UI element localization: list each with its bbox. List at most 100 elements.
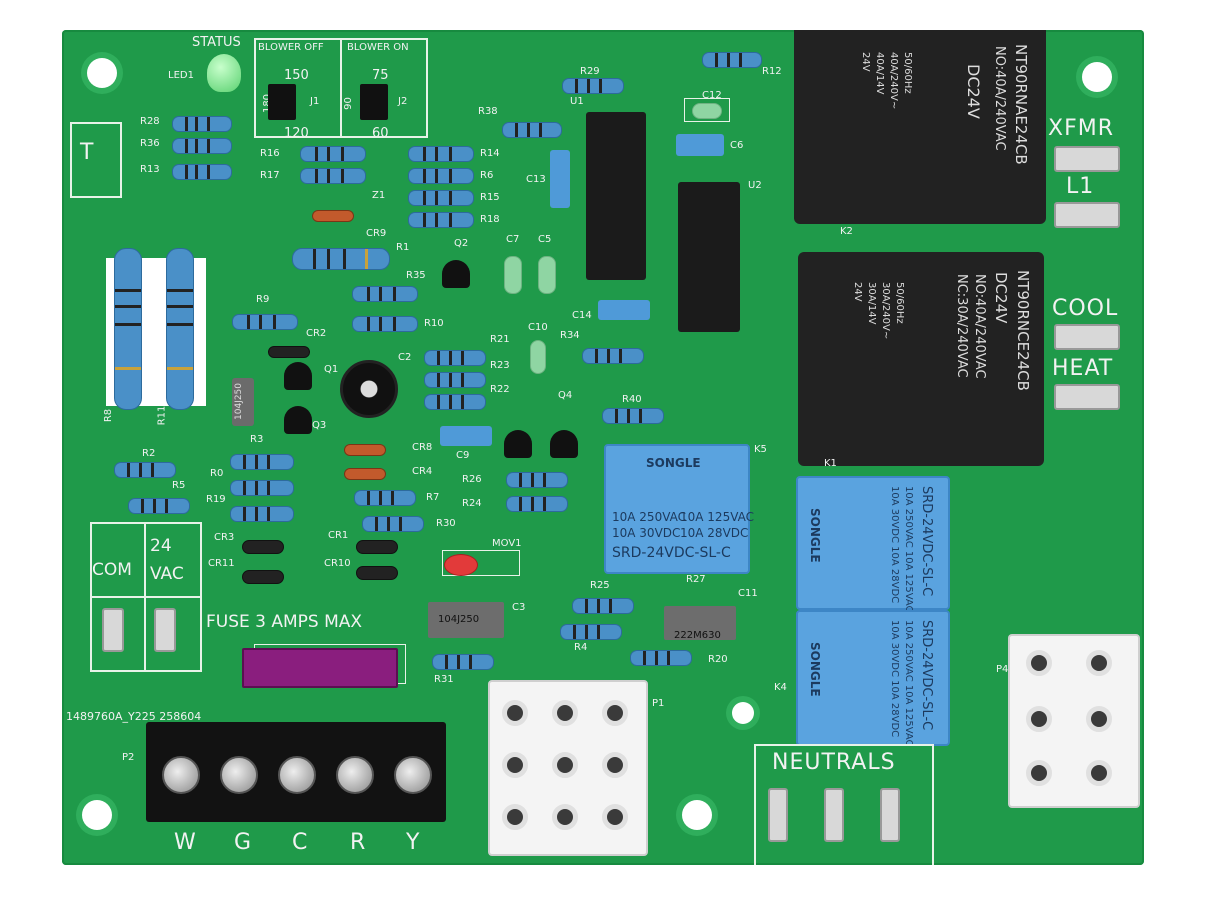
k4-model: SRD-24VDC-SL-C	[919, 620, 934, 731]
fuse-3-amp[interactable]	[242, 648, 398, 688]
resistor-r17	[300, 168, 366, 184]
k4-spec1: 10A 250VAC 10A 125VAC	[903, 620, 914, 747]
p1-pin-7	[502, 804, 528, 830]
r28-label: R28	[140, 116, 160, 127]
resistor-r38	[502, 122, 562, 138]
relay-k5: SONGLE 10A 250VAC 10A 125VAC 10A 30VDC 1…	[604, 444, 754, 574]
capacitor-c3	[428, 602, 504, 638]
u1-label: U1	[570, 96, 584, 107]
k5-model: SRD-24VDC-SL-C	[612, 545, 731, 561]
k3-rating2: NC:30A/240VAC	[954, 274, 969, 378]
resistor-r5	[128, 498, 190, 514]
r40-label: R40	[622, 394, 642, 405]
r3-label: R3	[250, 434, 264, 445]
k4-label: K4	[774, 682, 787, 693]
resistor-r19	[230, 506, 294, 522]
resistor-r26	[506, 472, 568, 488]
r30-label: R30	[436, 518, 456, 529]
relay-k2: NT90RNAE24CB NO:40A/240VAC DC24V 50/60Hz…	[794, 30, 1046, 224]
q4-label: Q4	[558, 390, 573, 401]
screw-terminal-g[interactable]	[220, 756, 258, 794]
cr3-label: CR3	[214, 532, 235, 543]
jumper-j1[interactable]	[268, 84, 296, 120]
mounting-hole-bottom-left	[82, 800, 112, 830]
r13-label: R13	[140, 164, 160, 175]
p2-label: P2	[122, 752, 135, 763]
relay-k3: NT90RNCE24CB DC24V NO:40A/240VAC NC:30A/…	[798, 252, 1044, 466]
status-label: STATUS	[192, 35, 241, 50]
r2-label: R2	[142, 448, 156, 459]
c5-label: C5	[538, 234, 552, 245]
j2-label: J2	[398, 96, 408, 107]
k5-label: K5	[754, 444, 767, 455]
r23-label: R23	[490, 360, 510, 371]
t-box	[70, 122, 122, 198]
mounting-hole-bottom-center	[732, 702, 754, 724]
r9-label: R9	[256, 294, 270, 305]
diode-cr3	[242, 540, 284, 554]
resistor-r28	[172, 116, 232, 132]
xfmr-terminal-tab[interactable]	[1054, 146, 1120, 172]
pcb-board: STATUS LED1 BLOWER OFF BLOWER ON 150 120…	[62, 30, 1144, 865]
diode-cr1	[356, 540, 398, 554]
diode-cr8	[344, 444, 386, 456]
blower-off-top: 150	[284, 68, 309, 83]
k3-model: NT90RNCE24CB	[1014, 270, 1032, 391]
fuse-label: FUSE 3 AMPS MAX	[206, 612, 363, 632]
mounting-hole-top-left	[87, 58, 117, 88]
c9-label: C9	[456, 450, 470, 461]
p4-pin-5	[1026, 760, 1052, 786]
resistor-r34	[582, 348, 644, 364]
p4-pin-4	[1086, 706, 1112, 732]
p1-pin-8	[552, 804, 578, 830]
l1-terminal-tab[interactable]	[1054, 202, 1120, 228]
relay-k1: SRD-24VDC-SL-C 10A 250VAC 10A 125VAC 10A…	[796, 476, 950, 613]
k2-coil: DC24V	[964, 64, 983, 119]
jumper-j2[interactable]	[360, 84, 388, 120]
neutrals-label: NEUTRALS	[772, 750, 896, 775]
c3-value: 104J250	[438, 614, 480, 625]
com-terminal-tab[interactable]	[102, 608, 124, 652]
cool-terminal-tab[interactable]	[1054, 324, 1120, 350]
vac-terminal-tab[interactable]	[154, 608, 176, 652]
resistor-r30	[362, 516, 424, 532]
screw-terminal-c[interactable]	[278, 756, 316, 794]
k3-coil: DC24V	[992, 272, 1010, 324]
terminal-label-c: C	[292, 830, 309, 855]
heat-terminal-tab[interactable]	[1054, 384, 1120, 410]
blower-on-label: BLOWER ON	[347, 42, 409, 53]
neutral-tab-3[interactable]	[880, 788, 900, 842]
resistor-r15	[408, 190, 474, 206]
blower-on-side: 90	[342, 97, 354, 110]
neutral-tab-1[interactable]	[768, 788, 788, 842]
c3-label: C3	[512, 602, 526, 613]
resistor-r9	[232, 314, 298, 330]
transistor-q1	[284, 362, 312, 390]
r14-label: R14	[480, 148, 500, 159]
capacitor-c12	[692, 103, 722, 119]
capacitor-c9	[440, 426, 492, 446]
c6-label: C6	[730, 140, 744, 151]
k2-rating: NO:40A/240VAC	[992, 46, 1007, 151]
z1-label: Z1	[372, 190, 386, 201]
r6-label: R6	[480, 170, 494, 181]
screw-terminal-y[interactable]	[394, 756, 432, 794]
screw-terminal-r[interactable]	[336, 756, 374, 794]
terminal-label-r: R	[350, 830, 367, 855]
screw-terminal-w[interactable]	[162, 756, 200, 794]
c13-label: C13	[526, 174, 546, 185]
q3-label: Q3	[312, 420, 327, 431]
capacitor-c10	[530, 340, 546, 374]
k5-spec-row1-left: 10A 250VAC	[612, 510, 687, 524]
r18-label: R18	[480, 214, 500, 225]
k1-spec1: 10A 250VAC 10A 125VAC	[903, 486, 914, 613]
r29-label: R29	[580, 66, 600, 77]
k4-brand: SONGLE	[808, 642, 822, 697]
r20-label: R20	[708, 654, 728, 665]
neutral-tab-2[interactable]	[824, 788, 844, 842]
l1-label: L1	[1066, 174, 1095, 199]
resistor-r35	[352, 286, 418, 302]
terminal-label-y: Y	[406, 830, 421, 855]
cr10-label: CR10	[324, 558, 351, 569]
led1-label: LED1	[168, 70, 194, 81]
